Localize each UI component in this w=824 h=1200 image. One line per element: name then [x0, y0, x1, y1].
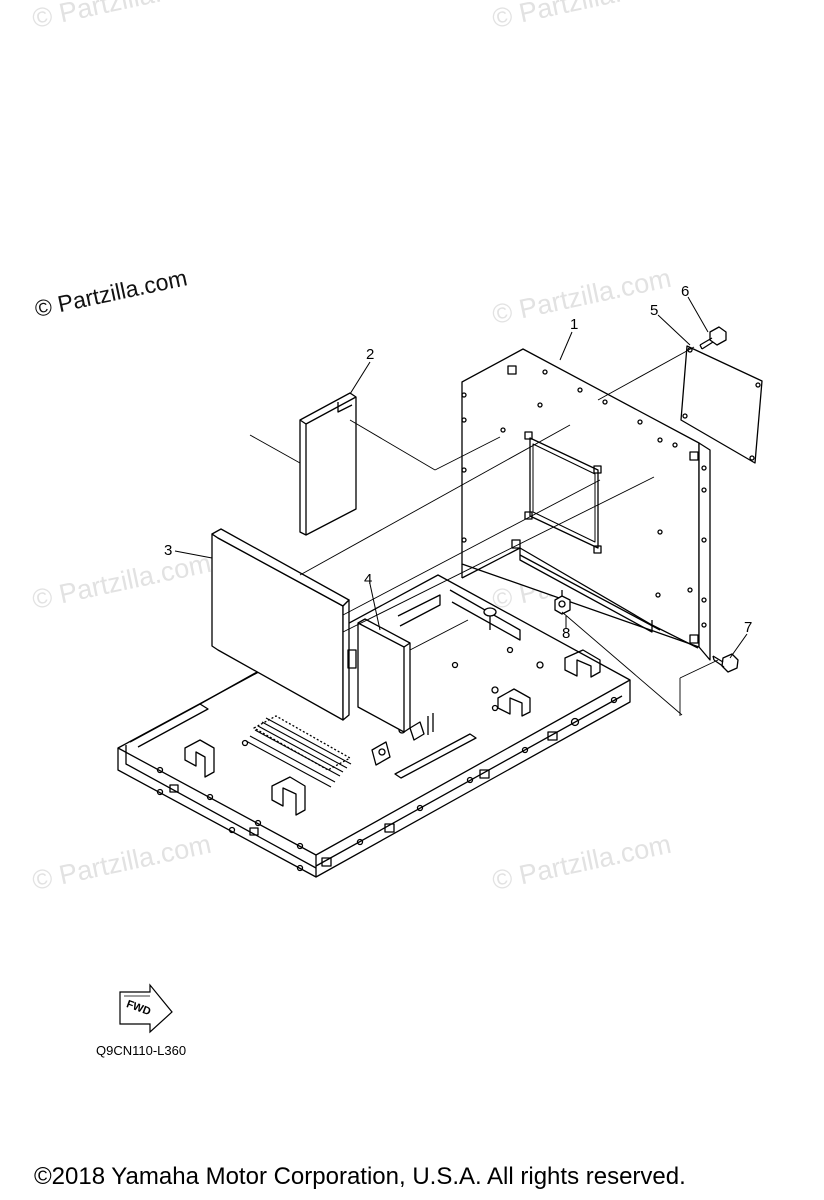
- bolt-7: [712, 653, 739, 673]
- pad-3: [211, 528, 350, 721]
- callout-5: 5: [650, 302, 658, 319]
- pad-2: [299, 392, 357, 536]
- callout-6: 6: [681, 283, 689, 300]
- panel-1: [461, 348, 711, 661]
- callout-1: 1: [570, 316, 578, 333]
- base-frame: [117, 574, 631, 878]
- bolt-6: [699, 326, 727, 350]
- cover-plate-5: [680, 345, 763, 464]
- copyright-text: ©2018 Yamaha Motor Corporation, U.S.A. A…: [34, 1163, 686, 1190]
- diagram-code: Q9CN110-L360: [96, 1043, 187, 1058]
- fwd-arrow-icon: FWD: [119, 983, 173, 1034]
- callout-8: 8: [562, 625, 570, 642]
- callout-2: 2: [366, 346, 374, 363]
- callout-7: 7: [744, 619, 752, 636]
- callout-3: 3: [164, 542, 172, 559]
- screw: [483, 607, 497, 630]
- callout-4: 4: [364, 571, 372, 588]
- nut-8: [554, 590, 571, 615]
- pad-4: [347, 618, 411, 733]
